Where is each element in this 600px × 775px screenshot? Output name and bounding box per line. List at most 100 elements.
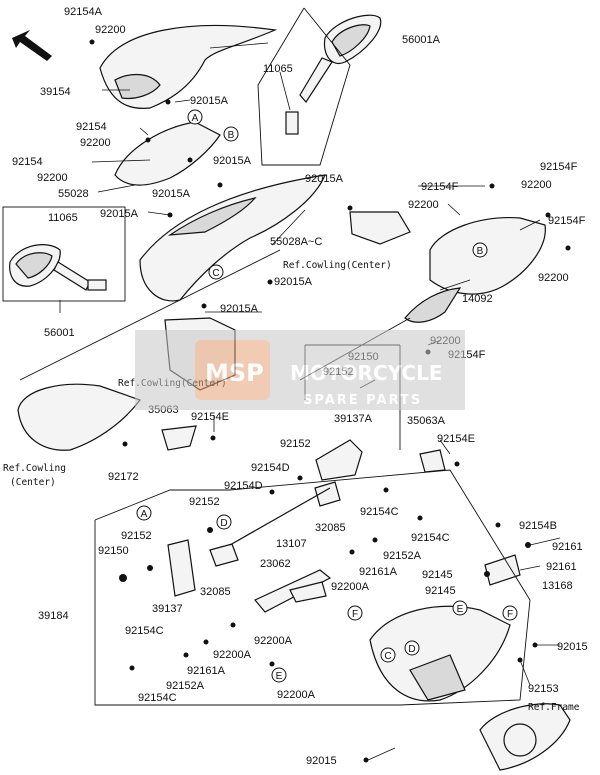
part-number: 92161 bbox=[546, 561, 577, 573]
part-number: 92200 bbox=[95, 24, 126, 36]
fastener-group bbox=[89, 39, 571, 763]
part-number: 39184 bbox=[38, 610, 69, 622]
part-number: 92154A bbox=[64, 6, 103, 18]
front-direction-arrow-icon bbox=[12, 30, 52, 61]
watermark-title: MOTORCYCLE bbox=[290, 361, 442, 385]
part-number: 92145 bbox=[422, 569, 453, 581]
watermark-subtitle: SPARE PARTS bbox=[303, 393, 422, 408]
part-number: 92015A bbox=[100, 208, 139, 220]
part-number: 32085 bbox=[200, 586, 231, 598]
meter-cover-14092 bbox=[429, 217, 546, 295]
part-labels: 92154A 92200 39154 92015A 56001A 11065 9… bbox=[12, 6, 588, 767]
callout-cC2: C bbox=[380, 647, 396, 663]
part-number: 92015 bbox=[557, 641, 588, 653]
callout-letter: F bbox=[352, 609, 358, 620]
callout-cA2: A bbox=[136, 505, 152, 521]
part-number: 92154E bbox=[437, 433, 475, 445]
part-number: 92153 bbox=[528, 683, 559, 695]
mirror-56001a-frame bbox=[257, 7, 351, 166]
part-number: 39137 bbox=[152, 603, 183, 615]
watermark-logo: MSP bbox=[205, 359, 264, 387]
part-number: 13107 bbox=[276, 538, 307, 550]
part-number: 92015A bbox=[220, 303, 259, 315]
callout-cE1: E bbox=[452, 600, 468, 616]
part-number: 92200A bbox=[331, 581, 370, 593]
part-number: 92154B bbox=[519, 520, 557, 532]
inner-cowling-shade bbox=[167, 197, 257, 236]
part-number: 92200 bbox=[37, 172, 68, 184]
part-number: 92161A bbox=[187, 665, 226, 677]
part-number: 11065 bbox=[263, 63, 293, 75]
part-number: 92154F bbox=[548, 215, 586, 227]
part-number: 39154 bbox=[40, 86, 71, 98]
cowling-clip-piece bbox=[349, 211, 411, 245]
part-number: 55028 bbox=[58, 188, 89, 200]
part-number: 92154 bbox=[12, 156, 43, 168]
part-number: 55028A~C bbox=[270, 236, 322, 248]
part-number: 92150 bbox=[98, 545, 129, 557]
bracket-32085-b bbox=[314, 481, 341, 507]
part-number: 56001 bbox=[44, 327, 75, 339]
frame-steering-head bbox=[503, 723, 537, 757]
mirror-56001a bbox=[285, 14, 382, 135]
callout-letter: E bbox=[276, 671, 283, 682]
part-number: 13168 bbox=[542, 580, 573, 592]
callout-cD1: D bbox=[216, 514, 232, 530]
part-number: 92015A bbox=[213, 155, 252, 167]
stay-23062-plate bbox=[289, 581, 327, 603]
part-number: 92152 bbox=[280, 438, 311, 450]
callout-letter: A bbox=[192, 113, 199, 124]
part-number: 35063A bbox=[407, 415, 446, 427]
part-number: 92154C bbox=[138, 692, 177, 704]
part-number: 92200 bbox=[408, 199, 439, 211]
callout-letter: F bbox=[507, 609, 513, 620]
callout-letter: D bbox=[220, 518, 227, 529]
mirror-56001 bbox=[9, 244, 107, 291]
part-number: 92015A bbox=[305, 173, 344, 185]
part-number: 92154F bbox=[540, 161, 578, 173]
callout-cD2: D bbox=[404, 640, 420, 656]
part-number: 92152 bbox=[121, 530, 152, 542]
watermark: MSP MOTORCYCLE SPARE PARTS bbox=[135, 330, 465, 410]
ref-cowling-label: Ref.Cowling bbox=[3, 463, 66, 474]
part-number: 92200 bbox=[80, 137, 111, 149]
part-number: 92145 bbox=[425, 585, 456, 597]
ref-frame-label: Ref.Frame bbox=[528, 702, 580, 713]
part-number: 92154F bbox=[421, 181, 459, 193]
rod-13107 bbox=[229, 487, 331, 546]
part-number: 92152A bbox=[166, 680, 205, 692]
part-number: 92200 bbox=[538, 272, 569, 284]
ref-cowling-center-label: (Center) bbox=[10, 477, 56, 488]
callout-letter: C bbox=[384, 651, 391, 662]
part-number: 92015 bbox=[306, 755, 337, 767]
part-number: 92152A bbox=[383, 550, 422, 562]
frame-bracket-shade bbox=[409, 654, 466, 701]
bracket-35063a bbox=[419, 449, 446, 473]
frame-bracket bbox=[369, 605, 511, 702]
callout-cB2: B bbox=[472, 242, 488, 258]
bracket-35063 bbox=[161, 425, 197, 451]
part-number: 92154C bbox=[411, 532, 450, 544]
part-number: 92161A bbox=[359, 566, 398, 578]
callout-cF1: F bbox=[502, 605, 518, 621]
part-number: 92015A bbox=[274, 276, 313, 288]
part-number: 92152 bbox=[189, 496, 220, 508]
part-number: 32085 bbox=[315, 522, 346, 534]
part-number: 92154D bbox=[224, 480, 263, 492]
group-boundary-upper-1 bbox=[19, 249, 281, 381]
callout-letter: C bbox=[212, 268, 219, 279]
watermark-logo-box bbox=[195, 340, 270, 400]
bracket-39137 bbox=[167, 539, 196, 597]
part-number: 92154D bbox=[251, 462, 290, 474]
inner-cowling-55028 bbox=[114, 121, 221, 186]
ref-cowling-center-1: Ref.Cowling(Center) bbox=[283, 260, 392, 271]
part-number: 92200 bbox=[521, 179, 552, 191]
callout-letter: B bbox=[228, 130, 235, 141]
bracket-13168 bbox=[484, 554, 521, 586]
part-number: 92154C bbox=[125, 625, 164, 637]
inner-cowling-55028a-c bbox=[139, 174, 326, 302]
part-number: 92015A bbox=[152, 188, 191, 200]
callout-cE2: E bbox=[271, 667, 287, 683]
bracket-32085-a bbox=[209, 543, 239, 567]
callout-letter: E bbox=[457, 604, 464, 615]
